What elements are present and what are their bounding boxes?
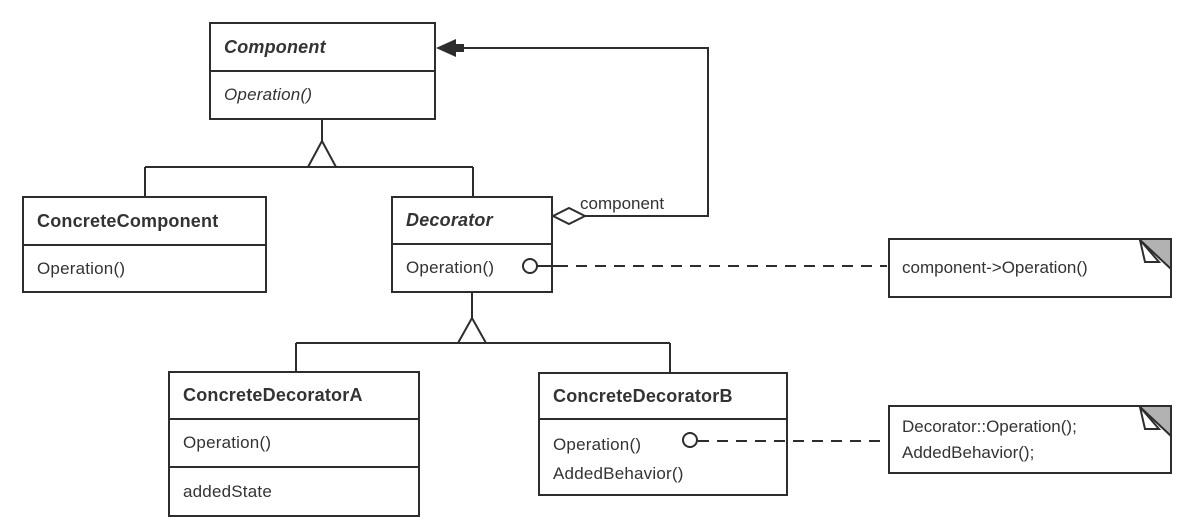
note-decorator-operation: component->Operation() — [888, 238, 1172, 298]
class-name-decorator: Decorator — [406, 210, 493, 230]
class-name-concrete-component: ConcreteComponent — [37, 210, 219, 231]
inheritance-triangle-icon — [306, 138, 338, 168]
class-name-concrete-decorator-a: ConcreteDecoratorA — [183, 385, 363, 405]
inheritance-triangle-icon — [456, 315, 488, 344]
note-fold-icon — [1138, 405, 1172, 437]
class-box-concrete-decorator-b: ConcreteDecoratorB Operation() AddedBeha… — [538, 372, 788, 496]
class-operation-component: Operation() — [211, 70, 434, 118]
class-name-concrete-decorator-b: ConcreteDecoratorB — [553, 385, 733, 406]
class-operation-concrete-decorator-a: Operation() — [170, 418, 418, 466]
generalization-component — [144, 119, 474, 197]
note-fold-icon — [1138, 238, 1172, 270]
class-name-component: Component — [224, 36, 326, 57]
note-text-block: Decorator::Operation(); AddedBehavior(); — [890, 407, 1170, 466]
note-text-line-1: Decorator::Operation(); — [902, 417, 1077, 436]
class-operation-concrete-component: Operation() — [24, 244, 265, 291]
note-concrete-decorator-b: Decorator::Operation(); AddedBehavior(); — [888, 405, 1172, 474]
class-operation-concrete-decorator-b-2: AddedBehavior() — [553, 464, 684, 483]
note-link-decorator — [522, 258, 887, 274]
aggregation-role-label: component — [580, 194, 665, 213]
class-operation-concrete-decorator-b-1: Operation() — [553, 435, 642, 454]
generalization-decorator — [295, 292, 671, 373]
class-operations-concrete-decorator-b: Operation() AddedBehavior() — [540, 418, 786, 494]
class-box-component: Component Operation() — [209, 22, 436, 120]
class-box-decorator: Decorator Operation() — [391, 196, 553, 293]
class-attribute-concrete-decorator-a: addedState — [170, 466, 418, 515]
class-operation-decorator: Operation() — [393, 243, 551, 291]
class-box-concrete-decorator-a: ConcreteDecoratorA Operation() addedStat… — [168, 371, 420, 517]
note-text-line-2: AddedBehavior(); — [902, 443, 1035, 462]
note-text: component->Operation() — [902, 258, 1088, 277]
class-box-concrete-component: ConcreteComponent Operation() — [22, 196, 267, 293]
navigability-arrow-icon — [436, 39, 456, 57]
